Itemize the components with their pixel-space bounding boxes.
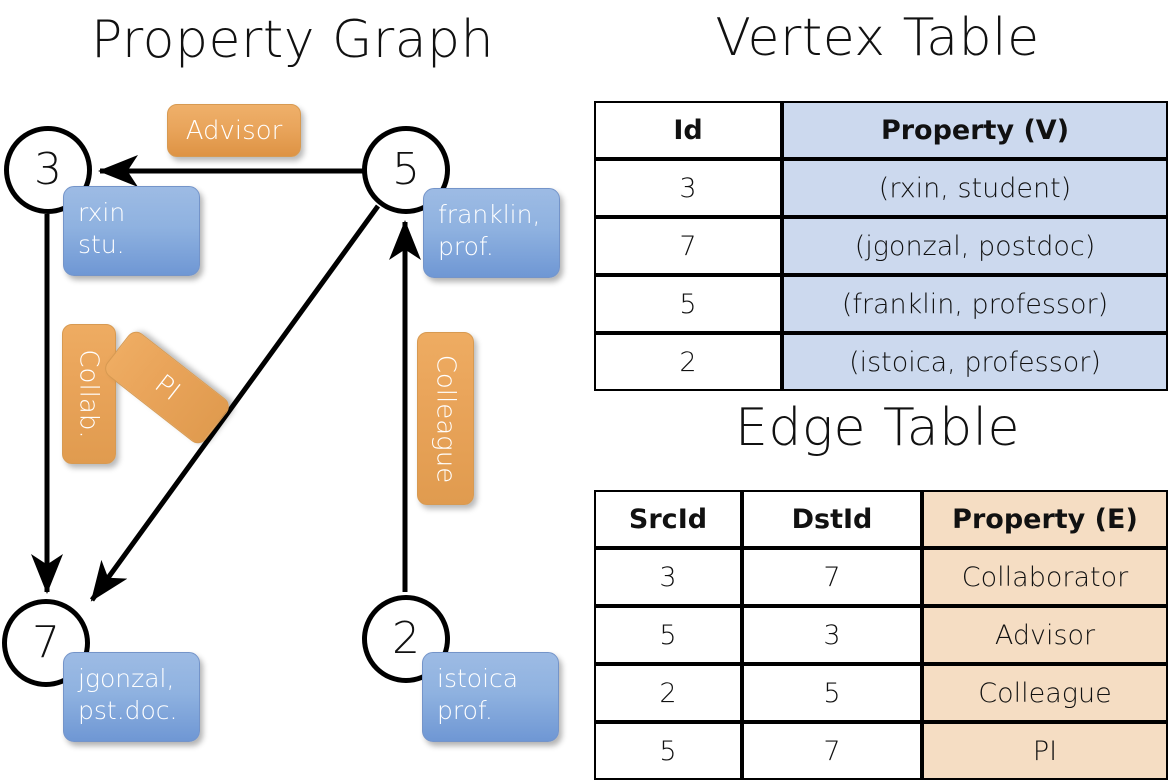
- vertex-callout-jgonzal-line1: jgonzal,: [78, 664, 175, 693]
- edge-table-header-row: SrcId DstId Property (E): [594, 490, 1168, 548]
- edge-table-header-dstid: DstId: [742, 490, 922, 548]
- vertex-callout-franklin-line2: prof.: [438, 232, 494, 261]
- graph-node-5[interactable]: 5: [362, 126, 450, 214]
- vertex-table-header-property: Property (V): [782, 101, 1168, 159]
- edge-callout-collab[interactable]: Collab.: [62, 324, 116, 464]
- vertex-table-cell-property: (franklin, professor): [782, 275, 1168, 333]
- table-row[interactable]: 5 7 PI: [594, 722, 1168, 780]
- vertex-callout-franklin-line1: franklin,: [438, 200, 541, 229]
- edge-callout-advisor-label: Advisor: [185, 115, 283, 146]
- table-row[interactable]: 5 (franklin, professor): [594, 275, 1168, 333]
- vertex-table-cell-property: (istoica, professor): [782, 333, 1168, 391]
- vertex-table-cell-property: (jgonzal, postdoc): [782, 217, 1168, 275]
- graph-node-3-label: 3: [34, 144, 62, 195]
- edge-table: SrcId DstId Property (E) 3 7 Collaborato…: [594, 490, 1168, 780]
- graph-node-7-label: 7: [32, 617, 60, 668]
- vertex-table-header-row: Id Property (V): [594, 101, 1168, 159]
- edge-line-pi: [89, 204, 381, 602]
- edge-callout-colleague-label: Colleague: [430, 354, 461, 483]
- edge-table-header-property: Property (E): [922, 490, 1168, 548]
- edge-table-cell-property: Advisor: [922, 606, 1168, 664]
- vertex-table-cell-id: 3: [594, 159, 782, 217]
- edge-callout-colleague[interactable]: Colleague: [417, 332, 474, 505]
- vertex-table-header-id: Id: [594, 101, 782, 159]
- edge-table-cell-dstid: 5: [742, 664, 922, 722]
- vertex-callout-jgonzal[interactable]: jgonzal, pst.doc.: [63, 652, 200, 742]
- vertex-table-cell-id: 7: [594, 217, 782, 275]
- property-graph-diagram: 3 5 7 2 rxin stu. franklin, prof. jgonza…: [0, 0, 585, 760]
- edge-callout-pi-label: PI: [148, 368, 186, 407]
- table-row[interactable]: 3 (rxin, student): [594, 159, 1168, 217]
- page-title-vertex-table: Vertex Table: [715, 8, 1040, 68]
- edge-table-cell-property: PI: [922, 722, 1168, 780]
- edge-table-cell-dstid: 7: [742, 548, 922, 606]
- vertex-callout-rxin[interactable]: rxin stu.: [63, 186, 200, 276]
- vertex-callout-jgonzal-line2: pst.doc.: [78, 696, 178, 725]
- vertex-callout-istoica-line1: istoica: [437, 664, 519, 693]
- table-row[interactable]: 5 3 Advisor: [594, 606, 1168, 664]
- vertex-table: Id Property (V) 3 (rxin, student) 7 (jgo…: [594, 101, 1168, 391]
- vertex-callout-rxin-line2: stu.: [78, 230, 125, 259]
- table-row[interactable]: 2 (istoica, professor): [594, 333, 1168, 391]
- table-row[interactable]: 3 7 Collaborator: [594, 548, 1168, 606]
- edge-table-cell-srcid: 5: [594, 606, 742, 664]
- page-title-property-graph: Property Graph: [90, 10, 495, 70]
- vertex-callout-franklin[interactable]: franklin, prof.: [423, 188, 560, 278]
- edge-callout-collab-label: Collab.: [74, 349, 104, 439]
- vertex-table-cell-id: 2: [594, 333, 782, 391]
- page-title-edge-table: Edge Table: [734, 398, 1021, 458]
- vertex-table-cell-id: 5: [594, 275, 782, 333]
- edge-table-cell-srcid: 2: [594, 664, 742, 722]
- edge-table-cell-srcid: 3: [594, 548, 742, 606]
- graph-node-2-label: 2: [392, 613, 420, 664]
- edge-table-cell-property: Colleague: [922, 664, 1168, 722]
- edge-table-cell-dstid: 7: [742, 722, 922, 780]
- vertex-callout-rxin-line1: rxin: [78, 198, 126, 227]
- edge-table-cell-property: Collaborator: [922, 548, 1168, 606]
- graph-node-5-label: 5: [392, 144, 420, 195]
- vertex-callout-istoica[interactable]: istoica prof.: [422, 652, 559, 742]
- edge-table-cell-dstid: 3: [742, 606, 922, 664]
- vertex-callout-istoica-line2: prof.: [437, 696, 493, 725]
- table-row[interactable]: 2 5 Colleague: [594, 664, 1168, 722]
- graph-node-2[interactable]: 2: [362, 595, 450, 683]
- edge-table-header-srcid: SrcId: [594, 490, 742, 548]
- table-row[interactable]: 7 (jgonzal, postdoc): [594, 217, 1168, 275]
- vertex-table-cell-property: (rxin, student): [782, 159, 1168, 217]
- edge-table-cell-srcid: 5: [594, 722, 742, 780]
- graph-edges-svg: [31, 155, 421, 602]
- edge-callout-advisor[interactable]: Advisor: [167, 104, 301, 157]
